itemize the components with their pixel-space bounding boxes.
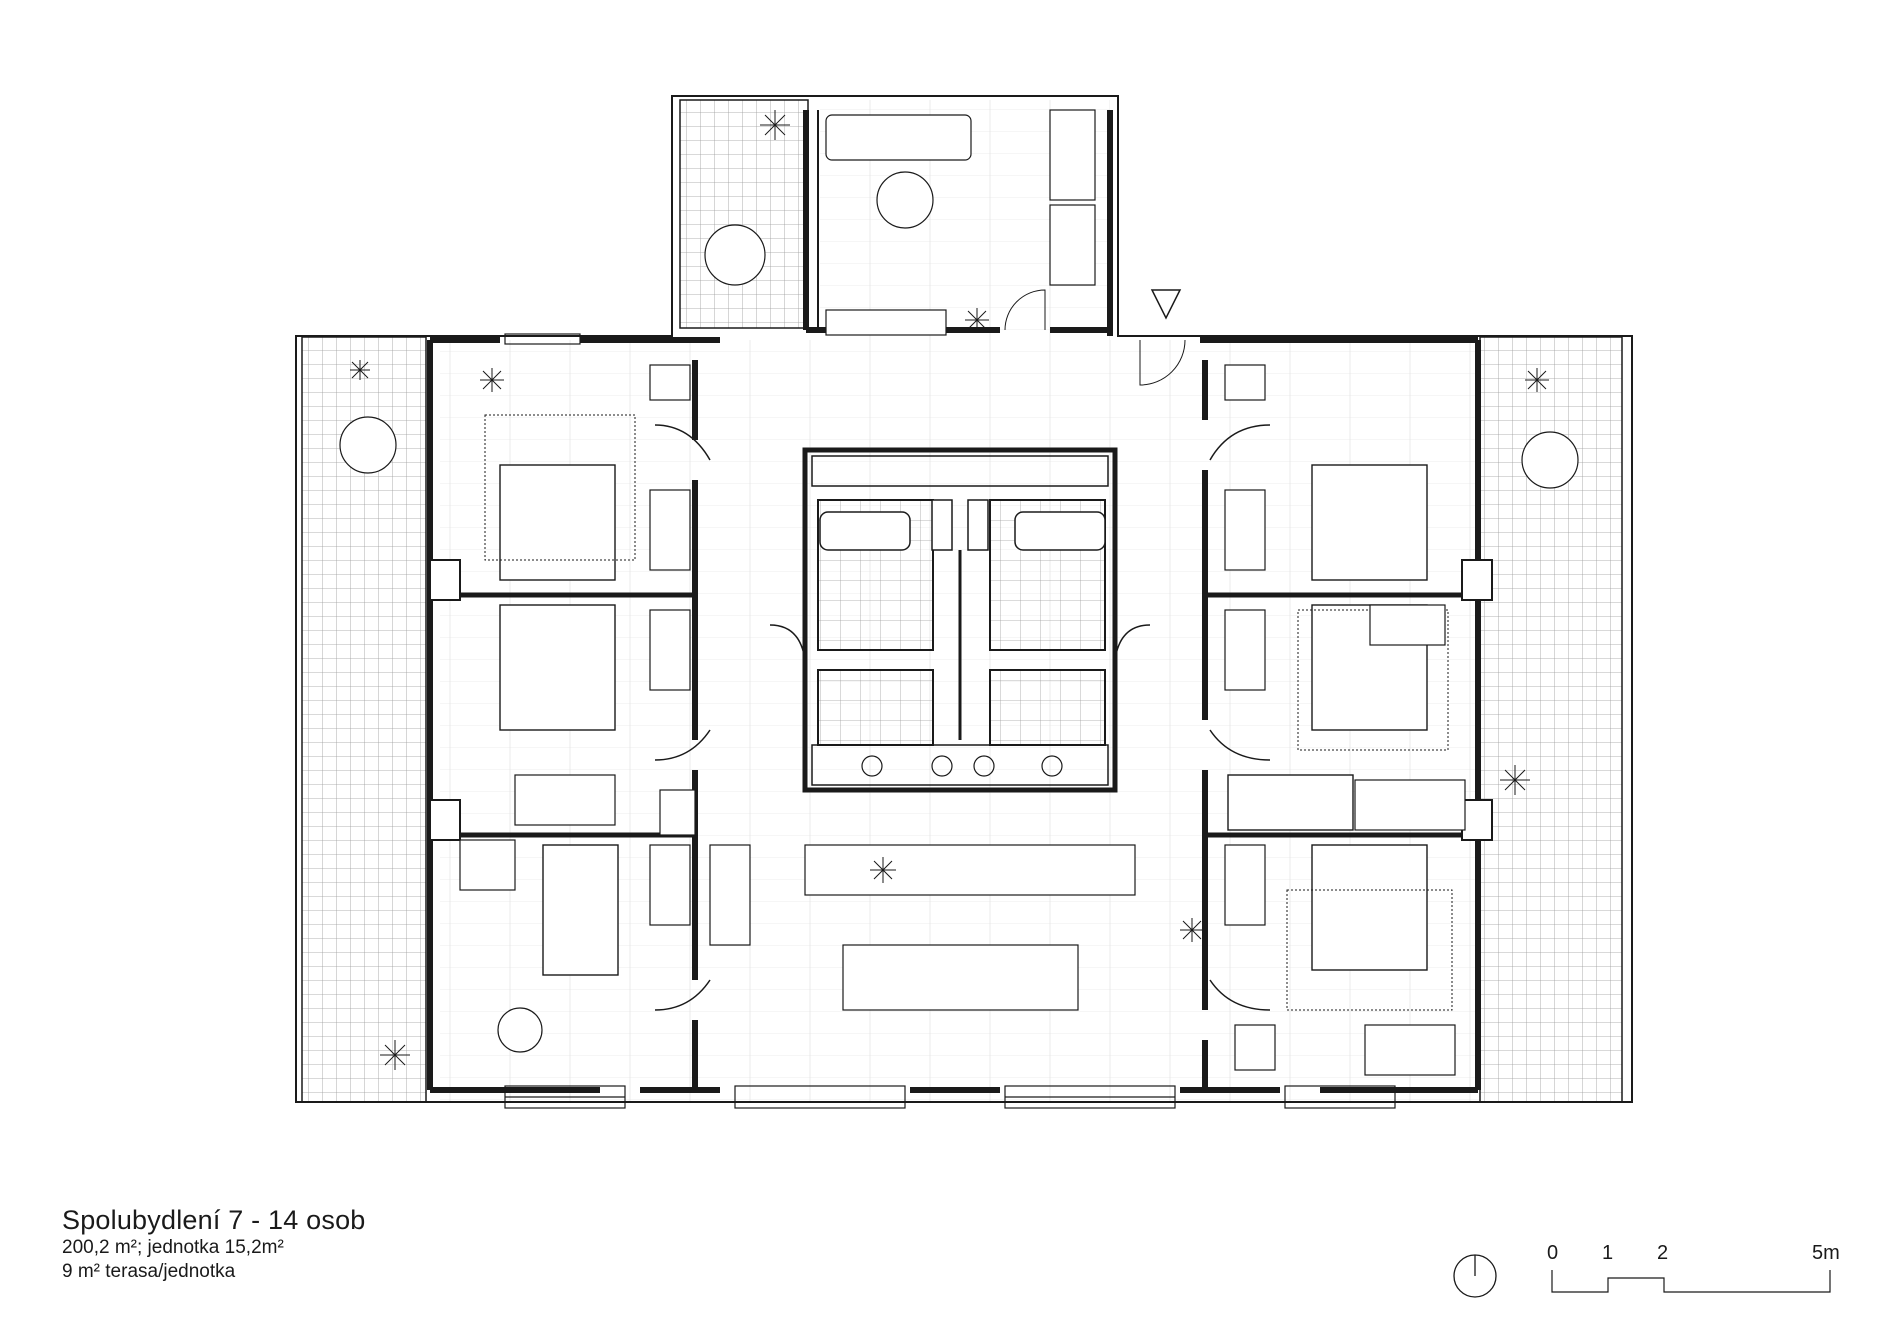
wardrobes	[649, 364, 1466, 1071]
plants	[350, 110, 1549, 1070]
outer-walls	[295, 95, 1633, 1103]
curved-thresholds	[654, 424, 1271, 1011]
round-tables	[339, 171, 1579, 1053]
north-arrow-icon	[1453, 1254, 1497, 1298]
entrance-marker-icon	[1150, 289, 1182, 320]
scale-bar	[1551, 1270, 1831, 1293]
facade-windows	[504, 333, 1396, 1109]
rugs	[484, 414, 1453, 1011]
plan-caption: Spolubydlení 7 - 14 osob 200,2 m²; jedno…	[62, 1205, 366, 1284]
door-swings	[1004, 289, 1186, 386]
scale-label-0: 0	[1547, 1242, 1559, 1264]
beds	[499, 464, 1428, 976]
plan-title: Spolubydlení 7 - 14 osob	[62, 1205, 366, 1235]
bedroom-walls-right	[1202, 360, 1493, 1090]
scale-label-5m: 5m	[1812, 1242, 1840, 1264]
desks	[459, 109, 1456, 1076]
bedroom-walls-left	[429, 360, 698, 1090]
central-core	[802, 447, 1118, 793]
terrace-top	[679, 99, 809, 329]
plan-terrace-line: 9 m² terasa/jednotka	[62, 1261, 236, 1282]
plan-area-line: 200,2 m²; jednotka 15,2m²	[62, 1237, 284, 1258]
scale-label-2: 2	[1657, 1242, 1669, 1264]
scale-label-1: 1	[1602, 1242, 1614, 1264]
